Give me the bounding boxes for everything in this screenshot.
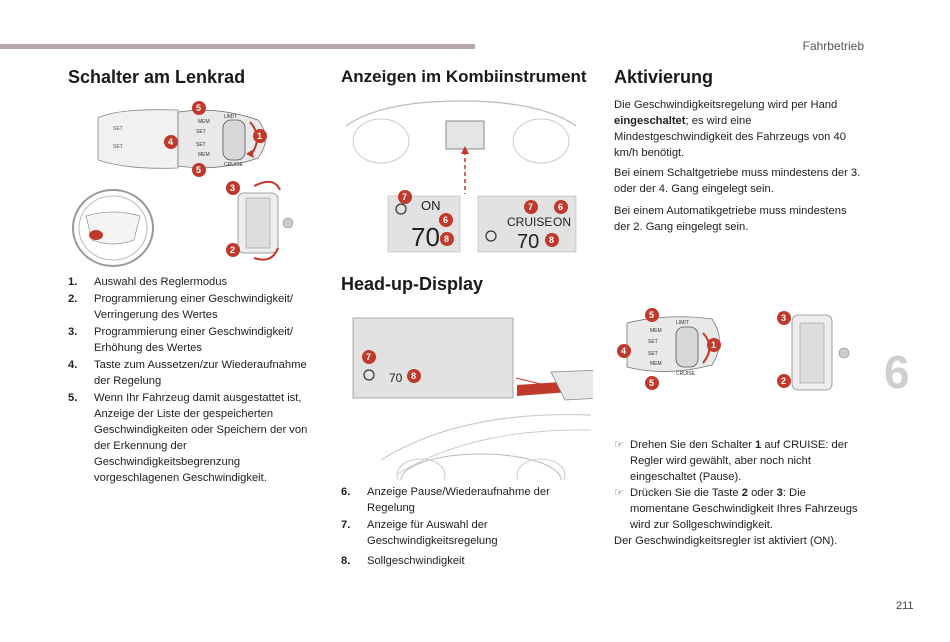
badge-4 bbox=[164, 135, 178, 149]
chapter-number: 6 bbox=[884, 346, 910, 398]
header-bar bbox=[0, 44, 475, 49]
svg-text:7: 7 bbox=[402, 192, 407, 202]
list-item: 5.Wenn Ihr Fahrzeug damit ausgestattet i… bbox=[68, 392, 308, 484]
cluster-screen bbox=[445, 120, 485, 150]
paddle-switch bbox=[237, 180, 294, 261]
lcd-cruise-on: ON bbox=[553, 215, 571, 229]
activation-result: Der Geschwindigkeitsregler ist aktiviert… bbox=[614, 535, 838, 547]
svg-text:8: 8 bbox=[549, 235, 554, 245]
lcd-speed-left: 70 bbox=[411, 222, 440, 252]
badge-5-top bbox=[192, 101, 206, 115]
steering-wheel bbox=[72, 189, 154, 267]
activation-paragraph-2: Bei einem Schaltgetriebe muss mindestens… bbox=[614, 167, 861, 195]
step-item: ☞ Drücken Sie die Taste 2 oder 3: Die mo… bbox=[614, 487, 858, 531]
svg-text:8: 8 bbox=[411, 371, 416, 381]
svg-text:3: 3 bbox=[230, 183, 235, 193]
svg-text:2: 2 bbox=[230, 245, 235, 255]
set-label: SET bbox=[196, 129, 206, 135]
lcd-speed-right: 70 bbox=[517, 231, 539, 253]
activation-paragraph-1: Die Geschwindigkeitsregelung wird per Ha… bbox=[614, 99, 846, 159]
activation-paragraph-3: Bei einem Automatikgetriebe muss mindest… bbox=[614, 205, 847, 233]
lcd-on: ON bbox=[421, 198, 441, 213]
cruise-label-2: CRUISE bbox=[676, 371, 696, 377]
col2-title: Anzeigen im Kombiinstrument bbox=[341, 67, 587, 86]
svg-text:1: 1 bbox=[257, 131, 262, 141]
mem-label-3: MEM bbox=[650, 328, 662, 334]
set-label-5: SET bbox=[648, 339, 658, 345]
svg-text:7: 7 bbox=[366, 352, 371, 362]
badge-3 bbox=[226, 181, 240, 195]
list-item: 2.Programmierung einer Geschwindigkeit/ … bbox=[68, 293, 293, 321]
switch-closeup: MEM MEM SET SET CRUISE LIMIT SET SET bbox=[97, 109, 266, 169]
activation-steps: ☞ Drehen Sie den Schalter 1 auf CRUISE: … bbox=[614, 437, 864, 549]
badge-1 bbox=[253, 129, 267, 143]
section-header: Fahrbetrieb bbox=[802, 39, 864, 53]
svg-text:4: 4 bbox=[621, 346, 626, 356]
badge-2 bbox=[226, 243, 240, 257]
col1-list: 1.Auswahl des Reglermodus 2.Programmieru… bbox=[68, 274, 313, 487]
hud-speed: 70 bbox=[389, 371, 403, 385]
set-label-2: SET bbox=[196, 142, 206, 148]
list-item: 8.Sollgeschwindigkeit bbox=[341, 555, 465, 567]
cruise-label: CRUISE bbox=[224, 162, 244, 168]
set-label-3: SET bbox=[113, 126, 123, 132]
list-item: 6.Anzeige Pause/Wiederaufnahme der Regel… bbox=[341, 486, 550, 514]
col2-title2: Head-up-Display bbox=[341, 274, 484, 294]
svg-text:4: 4 bbox=[168, 137, 173, 147]
svg-text:5: 5 bbox=[196, 103, 201, 113]
svg-text:2: 2 bbox=[781, 376, 786, 386]
svg-text:3: 3 bbox=[781, 313, 786, 323]
svg-text:5: 5 bbox=[649, 378, 654, 388]
list-item: 3.Programmierung einer Geschwindigkeit/ … bbox=[68, 326, 293, 354]
svg-text:8: 8 bbox=[444, 234, 449, 244]
speedo-icon-2 bbox=[485, 230, 497, 242]
speedo-icon bbox=[395, 203, 407, 215]
steering-switch-figure: MEM MEM SET SET CRUISE LIMIT SET SET 5 4… bbox=[72, 101, 294, 267]
svg-text:5: 5 bbox=[196, 165, 201, 175]
hud-unit bbox=[550, 369, 593, 401]
limit-label-2: LIMIT bbox=[676, 320, 689, 326]
instrument-cluster-figure: ON 70 7 6 8 CRUISE ON 70 7 6 8 bbox=[345, 100, 577, 253]
col3-title: Aktivierung bbox=[614, 67, 714, 87]
badge-5-bottom bbox=[192, 163, 206, 177]
set-label-6: SET bbox=[648, 351, 658, 357]
col2-list: 6.Anzeige Pause/Wiederaufnahme der Regel… bbox=[341, 484, 581, 570]
hud-figure: 7 70 8 bbox=[352, 317, 593, 480]
step-item: ☞ Drehen Sie den Schalter 1 auf CRUISE: … bbox=[614, 439, 848, 483]
mem-label-4: MEM bbox=[650, 361, 662, 367]
page-number: 211 bbox=[896, 600, 914, 612]
mem-label: MEM bbox=[198, 119, 210, 125]
activation-switch-figure: MEM MEM SET SET CRUISE LIMIT 5 4 5 1 3 2 bbox=[617, 308, 850, 391]
mem-label-2: MEM bbox=[198, 152, 210, 158]
hud-screen bbox=[352, 317, 514, 399]
hud-speedo-icon bbox=[363, 369, 375, 381]
set-label-4: SET bbox=[113, 144, 123, 150]
list-item: 4.Taste zum Aussetzen/zur Wiederaufnahme… bbox=[68, 359, 307, 387]
svg-text:1: 1 bbox=[711, 340, 716, 350]
svg-text:6: 6 bbox=[558, 202, 563, 212]
col1-title: Schalter am Lenkrad bbox=[68, 67, 246, 87]
list-item: 1.Auswahl des Reglermodus bbox=[68, 276, 228, 288]
lcd-cruise: CRUISE bbox=[507, 215, 552, 229]
list-item: 7.Anzeige für Auswahl der Geschwindigkei… bbox=[341, 519, 498, 547]
svg-text:5: 5 bbox=[649, 310, 654, 320]
arrow-icon: ☞ bbox=[614, 439, 625, 451]
svg-text:6: 6 bbox=[443, 215, 448, 225]
limit-label: LIMIT bbox=[224, 114, 237, 120]
arrow-icon: ☞ bbox=[614, 487, 625, 499]
svg-text:7: 7 bbox=[528, 202, 533, 212]
